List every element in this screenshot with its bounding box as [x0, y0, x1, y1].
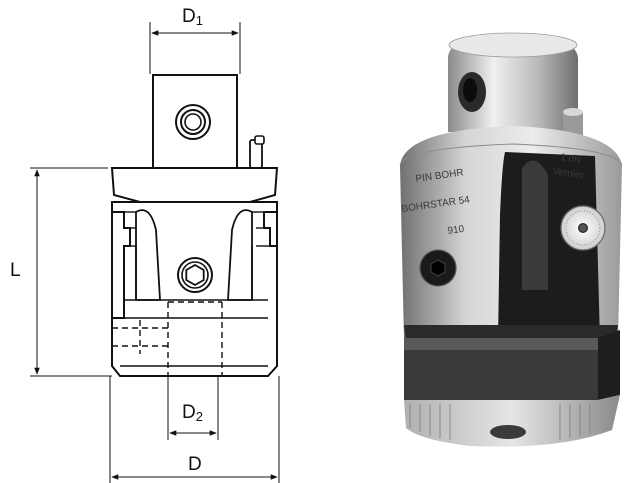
photo-engraving-right-2: Vernier: [552, 166, 586, 181]
label-l: L: [10, 260, 21, 281]
hidden-bore-lines: [112, 301, 223, 376]
hex-socket-icon: [185, 263, 205, 287]
photo-bottom-hole: [490, 425, 526, 439]
photo-engraving-3: 910: [447, 224, 465, 237]
shank-screw-core: [184, 113, 202, 131]
shank-screw-inner: [180, 109, 206, 135]
arch-left: [135, 209, 161, 301]
adjust-screw-outer: [177, 257, 213, 293]
photo-engraving-right-1: 1 div: [560, 152, 582, 166]
label-d2: D2: [182, 402, 203, 424]
head-collar: [110, 167, 279, 203]
boring-head-photo: PIN BOHR BOHRSTAR 54 910 1 div Vernier: [399, 32, 623, 447]
adjust-screw-inner: [181, 261, 209, 289]
photo-slide: [404, 338, 598, 400]
photo-base: [404, 395, 620, 447]
technical-drawing: [30, 22, 280, 483]
label-d1: D1: [182, 6, 203, 28]
arch-right: [227, 209, 253, 301]
label-d: D: [188, 454, 202, 475]
